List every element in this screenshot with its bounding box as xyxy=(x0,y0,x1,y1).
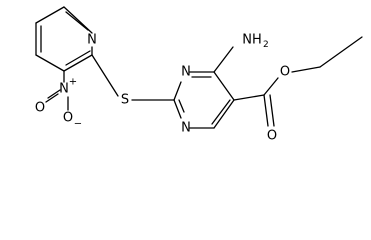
bond xyxy=(263,94,269,127)
bond xyxy=(65,50,91,66)
bond xyxy=(173,99,182,119)
pyrimidine-ring xyxy=(173,71,235,129)
bond xyxy=(263,77,279,96)
carbonyl-oxygen-label: O xyxy=(267,129,277,144)
ethyl-ester xyxy=(233,36,363,127)
nitro-nitrogen-label: N xyxy=(59,82,69,97)
pyridine-nitrogen-label: N xyxy=(87,33,97,48)
bond xyxy=(65,11,89,31)
nitro-group xyxy=(45,70,69,111)
pyrimidine-nitrogen-lower-label: N xyxy=(181,121,191,136)
nitro-oxygen-charge: − xyxy=(74,119,82,130)
nitro-oxygen-double-label: O xyxy=(35,101,45,116)
amino-hydrogen-count: 2 xyxy=(263,40,269,50)
ester-oxygen-label: O xyxy=(280,65,290,80)
structure-canvas: N S N + O O − N N NH 2 O O xyxy=(35,6,363,144)
bond xyxy=(63,54,93,72)
pyridine-ring xyxy=(35,6,93,72)
pyrimidine-nitrogen-upper-label: N xyxy=(181,65,191,80)
amino-bond xyxy=(213,46,234,73)
bond xyxy=(173,81,182,101)
nitro-oxygen-single-label: O xyxy=(63,111,73,126)
nitro-nitrogen-charge: + xyxy=(69,77,77,88)
bond xyxy=(319,36,363,68)
bond xyxy=(91,54,119,97)
bond xyxy=(45,93,59,103)
bond xyxy=(35,6,65,24)
bond xyxy=(211,99,231,125)
sulfur-label: S xyxy=(121,93,129,108)
bond xyxy=(233,94,265,101)
bond xyxy=(213,99,235,129)
bond xyxy=(213,71,235,101)
bond xyxy=(47,89,61,99)
thioether-bonds xyxy=(91,54,175,101)
molecule-drawing: N S N + O O − N N NH 2 O O xyxy=(35,6,363,144)
bond xyxy=(35,54,65,72)
bond xyxy=(178,99,185,113)
amino-group-label: NH xyxy=(242,33,262,48)
bond xyxy=(269,94,275,127)
bond xyxy=(291,66,321,73)
